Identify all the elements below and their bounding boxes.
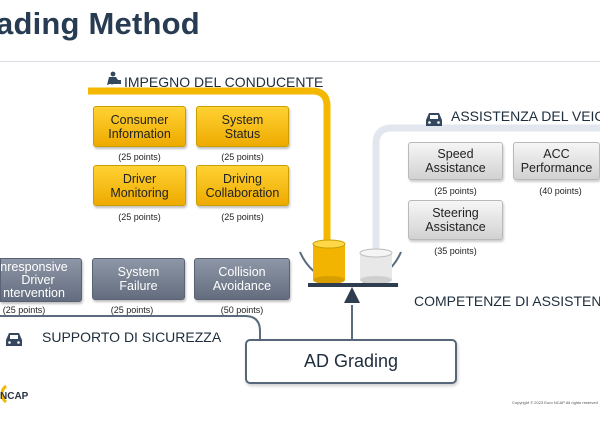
scale-fulcrum [344, 287, 360, 303]
section-driver-engagement: IMPEGNO DEL CONDUCENTE [124, 74, 324, 90]
vehicle-car-icon [426, 113, 442, 126]
unresponsive-driver-intervention-box: nresponsive Driver ntervention [0, 258, 82, 302]
scale-beam [308, 283, 398, 287]
section-assistance-competence: COMPETENZE DI ASSISTEN [414, 293, 600, 309]
speed-assistance-points: (25 points) [434, 186, 477, 196]
ncap-logo-text: NCAP [0, 391, 29, 402]
page-title: ading Method [0, 6, 200, 41]
copyright-text: Copyright © 2023 Euro NCAP All rights re… [512, 400, 598, 405]
unresponsive-driver-intervention-points: (25 points) [2, 305, 46, 315]
vehicle-connector-line [372, 124, 600, 252]
consumer-information-points: (25 points) [118, 152, 161, 162]
ncap-logo-mark [0, 384, 8, 404]
driver-seat-icon [107, 71, 121, 85]
grey-cylinder [359, 248, 393, 284]
safety-car-icon [6, 333, 22, 346]
collision-avoidance-points: (50 points) [220, 305, 264, 315]
safety-connector-line [0, 315, 261, 340]
title-divider [0, 61, 600, 62]
acc-performance-points: (40 points) [539, 186, 582, 196]
ad-grading-box: AD Grading [245, 339, 457, 384]
driver-connector-line [88, 87, 331, 245]
yellow-cylinder [312, 239, 346, 284]
steering-assistance-points: (35 points) [434, 246, 477, 256]
system-failure-points: (25 points) [110, 305, 154, 315]
system-status-points: (25 points) [221, 152, 264, 162]
driving-collaboration-points: (25 points) [221, 212, 264, 222]
section-vehicle-assistance: ASSISTENZA DEL VEIC [451, 108, 600, 124]
section-safety-support: SUPPORTO DI SICUREZZA [42, 329, 222, 345]
driver-monitoring-points: (25 points) [118, 212, 161, 222]
